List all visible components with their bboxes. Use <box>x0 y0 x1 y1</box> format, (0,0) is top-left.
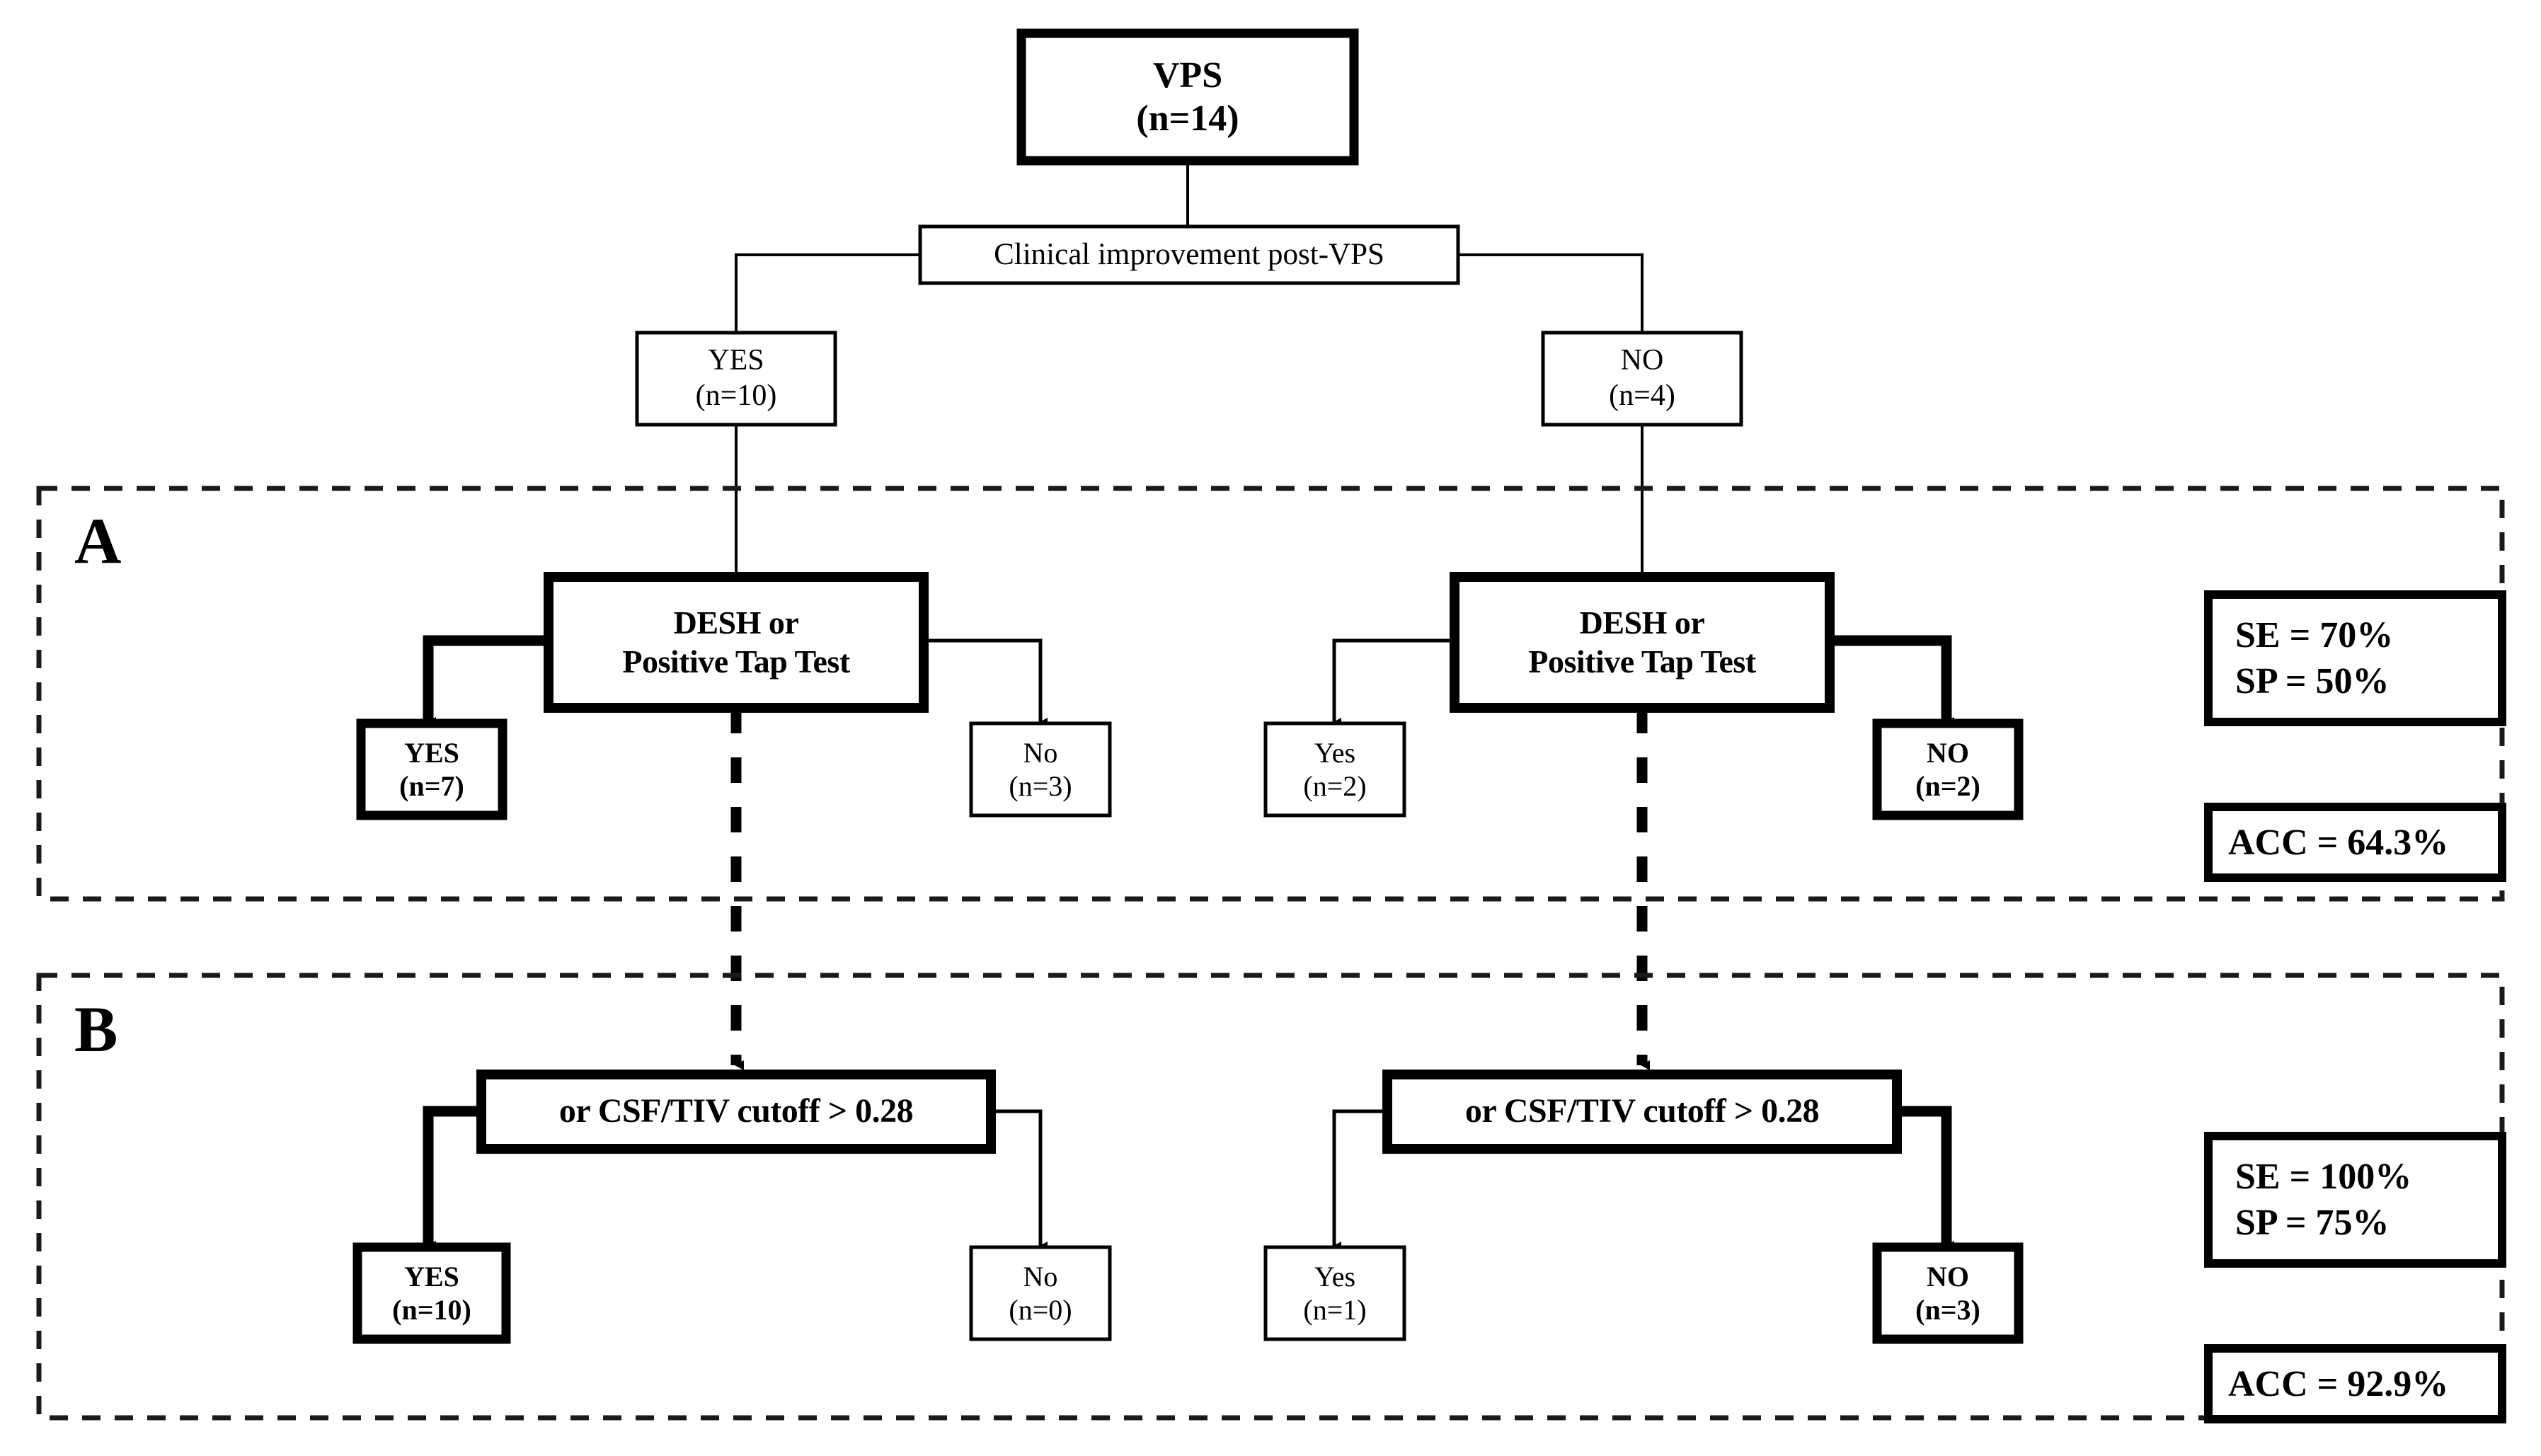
panel-a-outcome-no-left-box <box>969 721 1112 818</box>
connector-a-left-to-yes <box>423 635 549 727</box>
connector-b-right-to-no <box>1897 1106 1954 1251</box>
connector-b-left-to-yes <box>423 1106 481 1251</box>
panel-a-outcome-yes-box <box>356 718 507 820</box>
connector-a-right-to-no <box>1830 635 1954 727</box>
panel-a-metrics-acc-box <box>2204 803 2506 882</box>
panel-b-decision-right-box <box>1382 1070 1902 1154</box>
panel-b-decision-left-box <box>476 1070 996 1154</box>
panel-b-frame <box>36 973 2505 1421</box>
panel-a-decision-left-box <box>544 572 929 713</box>
panel-a-outcome-no-box <box>1872 718 2024 820</box>
panel-b-outcome-no-left-box <box>969 1245 1112 1341</box>
panel-b-outcome-yes-right-box <box>1263 1245 1406 1341</box>
panel-a-frame <box>36 486 2505 902</box>
panel-a-metrics-se-sp-box <box>2204 590 2506 726</box>
panel-a-outcome-yes-right-box <box>1263 721 1406 818</box>
connector-question-to-yes <box>735 253 920 333</box>
connector-b-right-to-yes <box>1332 1109 1387 1250</box>
panel-a-decision-right-box <box>1450 572 1835 713</box>
node-vps-box <box>1016 28 1359 166</box>
connector-question-to-no <box>1458 253 1644 333</box>
panel-b-metrics-acc-box <box>2204 1344 2506 1423</box>
node-question-box <box>918 224 1460 285</box>
panel-b-outcome-yes-box <box>352 1242 511 1344</box>
node-branch-no-box <box>1541 331 1743 427</box>
connector-a-right-to-yes <box>1332 638 1455 726</box>
panel-a-letter: A <box>74 505 122 577</box>
node-branch-yes-box <box>635 331 837 427</box>
panel-b-letter: B <box>74 993 118 1065</box>
connector-a-left-to-no <box>924 638 1048 726</box>
connector-b-left-to-no <box>991 1109 1048 1250</box>
panel-b-metrics-se-sp-box <box>2204 1132 2506 1268</box>
panel-b-outcome-no-box <box>1872 1242 2024 1344</box>
